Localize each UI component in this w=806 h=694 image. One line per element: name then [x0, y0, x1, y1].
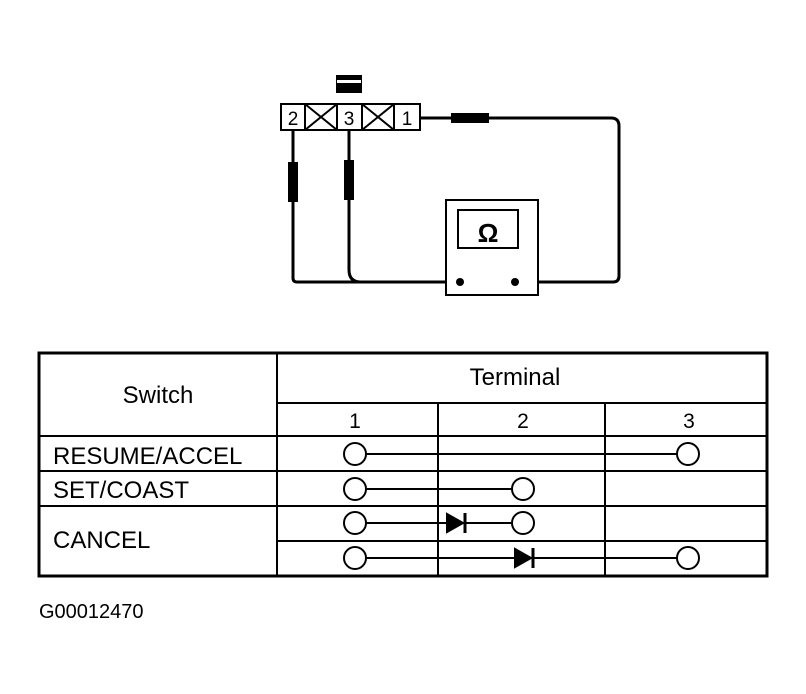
empty-cavity-icon — [361, 103, 395, 131]
continuity-1-2-diode — [343, 511, 535, 535]
lead-terminal-1 — [420, 116, 621, 284]
lead-terminal-2 — [291, 130, 460, 284]
terminal-node-icon — [343, 442, 367, 466]
diode-icon — [446, 512, 467, 534]
switch-row-label: CANCEL — [53, 527, 150, 554]
continuity-1-2 — [343, 477, 535, 501]
ohmmeter-display — [457, 209, 519, 249]
diode-icon — [514, 547, 535, 569]
switch-column-header: Switch — [123, 382, 194, 409]
continuity-table — [37, 351, 769, 578]
terminal-node-icon — [511, 511, 535, 535]
terminal-column-header: Terminal — [470, 364, 561, 391]
terminal-number-header: 2 — [517, 410, 529, 433]
table-border — [37, 351, 769, 578]
ohmmeter — [445, 199, 539, 296]
terminal-node-icon — [343, 477, 367, 501]
terminal-number-header: 3 — [683, 410, 695, 433]
terminal-node-icon — [511, 477, 535, 501]
terminal-node-icon — [676, 442, 700, 466]
connector-terminal-label: 3 — [344, 109, 355, 130]
switch-row-label: RESUME/ACCEL — [53, 443, 242, 470]
continuity-1-3-diode — [343, 546, 700, 570]
terminal-node-icon — [343, 511, 367, 535]
probe-icon — [344, 160, 354, 200]
switch-row-label: SET/COAST — [53, 477, 189, 504]
terminal-number-header: 1 — [349, 410, 361, 433]
empty-cavity-icon — [304, 103, 338, 131]
probe-icon — [288, 162, 298, 202]
test-leads — [291, 116, 621, 284]
connector — [280, 75, 421, 131]
figure-id: G00012470 — [39, 601, 144, 623]
connector-terminal-label: 1 — [402, 109, 413, 130]
lead-terminal-3 — [347, 130, 362, 284]
connector-lock-tab — [336, 75, 362, 93]
probe-icon — [451, 113, 489, 123]
continuity-1-3 — [343, 442, 700, 466]
terminal-node-icon — [676, 546, 700, 570]
connector-terminal-label: 2 — [288, 109, 299, 130]
meter-terminal-icon — [456, 278, 464, 286]
terminal-node-icon — [343, 546, 367, 570]
meter-terminal-icon — [511, 278, 519, 286]
ohm-symbol: Ω — [478, 218, 499, 248]
